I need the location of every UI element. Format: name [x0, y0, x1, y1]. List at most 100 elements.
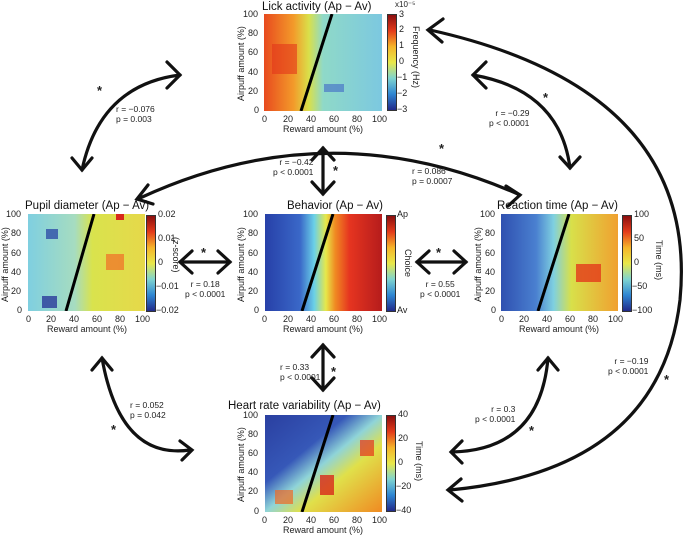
x-axis-label: Reward amount (%) [47, 324, 128, 334]
y-tick: 40 [248, 267, 259, 277]
cb-tick: 0 [398, 457, 404, 467]
y-tick: 20 [248, 286, 259, 296]
x-tick: 80 [352, 515, 363, 525]
p-value: p = 0.003 [116, 114, 152, 124]
cb-tick: 0 [634, 257, 640, 267]
significance-star: * [439, 141, 445, 156]
r-value: r = −0.42 [279, 157, 314, 167]
x-tick: 0 [262, 114, 268, 124]
p-value: p = 0.0007 [412, 176, 453, 186]
x-axis-label: Reward amount (%) [283, 124, 364, 134]
y-axis-label: Airpuff amount (%) [236, 26, 246, 101]
significance-star: * [529, 423, 535, 438]
cb-tick: 0 [158, 257, 164, 267]
heatmap-reaction [501, 214, 618, 311]
significance-star: * [664, 372, 670, 387]
x-tick: 20 [519, 314, 530, 324]
p-value: p < 0.0001 [280, 372, 321, 382]
colorbar-label: Choice [403, 249, 413, 278]
x-tick: 80 [352, 114, 363, 124]
x-tick: 40 [306, 114, 317, 124]
y-tick: 80 [248, 429, 259, 439]
y-tick: 100 [243, 209, 259, 219]
significance-star: * [436, 245, 442, 260]
y-tick: 40 [485, 267, 496, 277]
colorbar-label: Time (ms) [654, 240, 664, 281]
cb-tick: 100 [634, 209, 650, 219]
cb-tick: −20 [396, 481, 412, 491]
y-tick: 20 [485, 286, 496, 296]
y-tick: 0 [17, 305, 23, 315]
cb-tick: 1 [399, 40, 405, 50]
heatmap-pupil [28, 214, 145, 311]
y-tick: 80 [11, 228, 22, 238]
x-tick: 60 [565, 314, 576, 324]
x-tick: 40 [69, 314, 80, 324]
cb-tick: −100 [632, 305, 653, 315]
y-tick: 60 [11, 248, 22, 258]
cb-tick: 2 [399, 24, 405, 34]
x-tick: 80 [115, 314, 126, 324]
r-value: r = 0.052 [130, 400, 164, 410]
p-value: p < 0.0001 [185, 289, 226, 299]
cb-tick: −3 [397, 104, 408, 114]
cb-tick: −2 [397, 88, 408, 98]
x-tick: 100 [135, 314, 151, 324]
p-value: p < 0.0001 [475, 414, 516, 424]
y-tick: 100 [6, 209, 22, 219]
heatmap-behavior [265, 214, 382, 311]
x-axis-label: Reward amount (%) [283, 525, 364, 535]
cb-tick: 0.01 [158, 233, 176, 243]
p-value: p < 0.0001 [420, 289, 461, 299]
x-tick: 100 [372, 515, 388, 525]
p-value: p < 0.0001 [489, 118, 530, 128]
cb-tick: −0.01 [156, 281, 179, 291]
y-tick: 60 [248, 248, 259, 258]
y-tick: 80 [485, 228, 496, 238]
y-tick: 0 [254, 105, 260, 115]
y-tick: 60 [485, 248, 496, 258]
cb-tick: 3 [399, 9, 405, 19]
cb-tick: 0.02 [158, 209, 176, 219]
y-tick: 20 [11, 286, 22, 296]
x-tick: 0 [499, 314, 505, 324]
x-axis-label: Reward amount (%) [519, 324, 600, 334]
y-tick: 60 [248, 47, 259, 57]
y-tick: 80 [248, 28, 259, 38]
x-tick: 0 [262, 314, 268, 324]
y-axis-label: Airpuff amount (%) [473, 227, 483, 302]
cb-tick: −0.02 [156, 305, 179, 315]
cb-tick: −50 [632, 281, 648, 291]
colorbar-label: Frequency (Hz) [411, 26, 421, 89]
r-value: r = 0.086 [412, 166, 446, 176]
heatmap-lick [264, 14, 382, 111]
x-tick: 100 [372, 114, 388, 124]
colorbar-pupil [146, 215, 156, 312]
x-tick: 40 [542, 314, 553, 324]
cb-tick: 20 [398, 433, 409, 443]
y-tick: 40 [248, 467, 259, 477]
y-tick: 20 [248, 86, 259, 96]
heatmap-hrv [265, 415, 382, 512]
r-value: r = −0.29 [495, 108, 530, 118]
panel-title: Behavior (Ap − Av) [287, 200, 383, 212]
x-tick: 20 [46, 314, 57, 324]
cb-tick: −1 [397, 72, 408, 82]
panel-title: Reaction time (Ap − Av) [497, 200, 618, 212]
y-tick: 0 [254, 506, 260, 516]
x-tick: 80 [352, 314, 363, 324]
x-tick: 60 [329, 314, 340, 324]
x-tick: 100 [608, 314, 624, 324]
p-value: p < 0.0001 [608, 366, 649, 376]
panel-title: Pupil diameter (Ap − Av) [25, 200, 150, 212]
r-value: r = 0.18 [190, 279, 220, 289]
x-tick: 20 [283, 114, 294, 124]
y-tick: 40 [11, 267, 22, 277]
x-tick: 60 [329, 515, 340, 525]
y-axis-label: Airpuff amount (%) [236, 227, 246, 302]
x-tick: 20 [283, 314, 294, 324]
x-tick: 20 [283, 515, 294, 525]
significance-star: * [97, 83, 103, 98]
cb-tick: 40 [398, 409, 409, 419]
significance-star: * [543, 90, 549, 105]
